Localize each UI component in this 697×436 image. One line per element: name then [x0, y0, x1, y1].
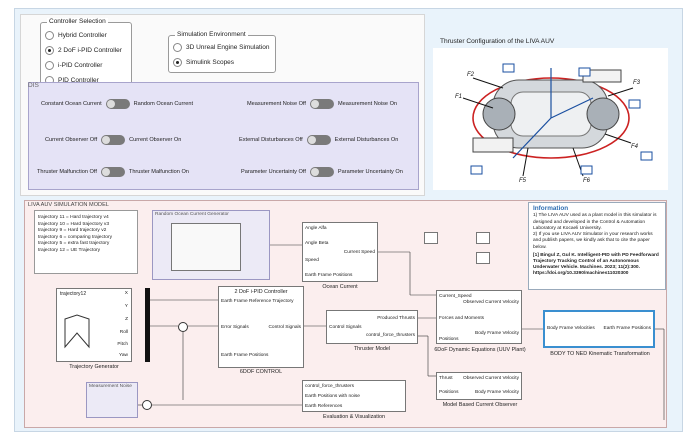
measurement-noise-toggle[interactable] — [309, 99, 334, 109]
auv-diagram: F1 F2 F3 F4 F5 F6 — [455, 63, 653, 184]
svg-text:F6: F6 — [583, 178, 591, 184]
information-box: Information 1) The LIVA AUV used as a pl… — [528, 202, 666, 290]
6dof-control-block[interactable]: 2 DoF i-PID Controller Earth Frame Refer… — [218, 286, 304, 368]
evaluation-block[interactable]: control_force_thrusters Earth Positions … — [302, 380, 406, 412]
radio-unreal-engine[interactable]: 3D Unreal Engine Simulation — [169, 40, 275, 55]
disturbance-panel-title: DIS — [28, 82, 39, 89]
model-title: LIVA AUV SIMULATION MODEL — [28, 202, 109, 208]
trajectory-generator-icon — [64, 314, 90, 349]
measurement-noise-title: Measurement Noise — [89, 384, 132, 389]
svg-text:F1: F1 — [455, 94, 462, 100]
evaluation-label: Evaluation & Visualization — [323, 414, 385, 420]
measurement-noise-switch-row: Measurement Noise Off Measurement Noise … — [247, 99, 398, 109]
controller-selection-group: Controller Selection Hybrid Controller 2… — [40, 18, 132, 90]
radio-dot — [45, 61, 54, 70]
controller-selection-title: Controller Selection — [47, 18, 108, 25]
info-citation: [1] Bingul Z, Gul K. Intelligent-PID wit… — [533, 252, 659, 277]
svg-text:F3: F3 — [633, 80, 641, 86]
current-observer-label: Model Based Current Observer — [442, 402, 518, 408]
mux-bar[interactable] — [145, 288, 150, 362]
dynamics-block[interactable]: Current_Speed Observed Current Velocity … — [436, 290, 522, 344]
radio-dot — [45, 31, 54, 40]
radio-dot — [173, 43, 182, 52]
info-text-2: 2) If you use LIVA AUV Simulator in your… — [533, 232, 653, 250]
ocean-generator-subsystem — [171, 223, 241, 271]
info-title: Information — [533, 205, 569, 212]
auv-thruster-illustration: F1 F2 F3 F4 F5 F6 — [433, 48, 668, 190]
scope-block-1[interactable] — [424, 232, 438, 244]
thruster-model-block[interactable]: Control Signals Produced Thrusts control… — [326, 310, 418, 344]
ocean-current-switch-row: Constant Ocean Current Random Ocean Curr… — [41, 99, 194, 109]
ocean-current-label: Ocean Current — [322, 284, 358, 290]
external-disturbances-switch-row: External Disturbances Off External Distu… — [239, 135, 399, 145]
body-to-ned-block[interactable]: Body Frame Velocities Earth Frame Positi… — [543, 310, 655, 348]
external-disturbances-toggle[interactable] — [306, 135, 331, 145]
dynamics-label: 6DoF Dynamic Equations (UUV Plant) — [434, 347, 526, 353]
current-observer-toggle[interactable] — [101, 135, 126, 145]
current-observer-switch-row: Current Observer Off Current Observer On — [45, 135, 182, 145]
measurement-noise-subsystem[interactable]: Measurement Noise — [86, 382, 138, 418]
svg-text:F5: F5 — [519, 178, 527, 184]
ocean-generator-title: Random Ocean Current Generator — [155, 212, 229, 217]
6dof-control-label: 6DOF CONTROL — [239, 369, 283, 375]
disturbance-panel: DIS Constant Ocean Current Random Ocean … — [28, 82, 419, 190]
sum-junction-1[interactable] — [178, 322, 188, 332]
current-observer-block[interactable]: Thrust Observed Current Velocity Positio… — [436, 372, 522, 400]
ocean-current-toggle[interactable] — [105, 99, 130, 109]
radio-dot-selected — [173, 58, 182, 67]
thruster-malfunction-switch-row: Thruster Malfunction Off Thruster Malfun… — [37, 167, 189, 177]
trajectory-list-box: trajectory 11 = Hard trajectory v4 traje… — [34, 210, 138, 274]
radio-2dof-ipid-controller[interactable]: 2 DoF i-PID Controller — [41, 43, 131, 58]
sum-junction-2[interactable] — [142, 400, 152, 410]
parameter-uncertainty-switch-row: Parameter Uncertainty Off Parameter Unce… — [241, 167, 403, 177]
svg-text:F4: F4 — [631, 144, 639, 150]
simulation-environment-group: Simulation Environment 3D Unreal Engine … — [168, 31, 276, 73]
parameter-uncertainty-toggle[interactable] — [309, 167, 334, 177]
thruster-malfunction-toggle[interactable] — [100, 167, 125, 177]
simulation-environment-title: Simulation Environment — [175, 31, 248, 38]
ocean-current-generator[interactable]: Random Ocean Current Generator — [152, 210, 270, 280]
thruster-model-label: Thruster Model — [353, 346, 391, 352]
trajectory-generator-label: Trajectory Generator — [69, 364, 119, 370]
radio-dot-selected — [45, 46, 54, 55]
scope-block-2[interactable] — [476, 232, 490, 244]
radio-hybrid-controller[interactable]: Hybrid Controller — [41, 28, 131, 43]
trajectory-generator-block[interactable]: trajectory12 X Y Z Roll Pitch Yaw — [56, 288, 132, 362]
body-to-ned-label: BODY TO NED Kinematic Transformation — [550, 351, 650, 357]
info-text-1: 1) The LIVA AUV used as a plant model in… — [533, 213, 657, 231]
radio-ipid-controller[interactable]: i-PID Controller — [41, 58, 131, 73]
radio-simulink-scopes[interactable]: Simulink Scopes — [169, 55, 275, 70]
scope-block-3[interactable] — [476, 252, 490, 264]
ocean-current-block[interactable]: Angle Alfa Angle Beta Speed Earth Frame … — [302, 222, 378, 282]
thruster-config-title: Thruster Configuration of the LIVA AUV — [440, 38, 555, 45]
svg-text:F2: F2 — [467, 72, 475, 78]
